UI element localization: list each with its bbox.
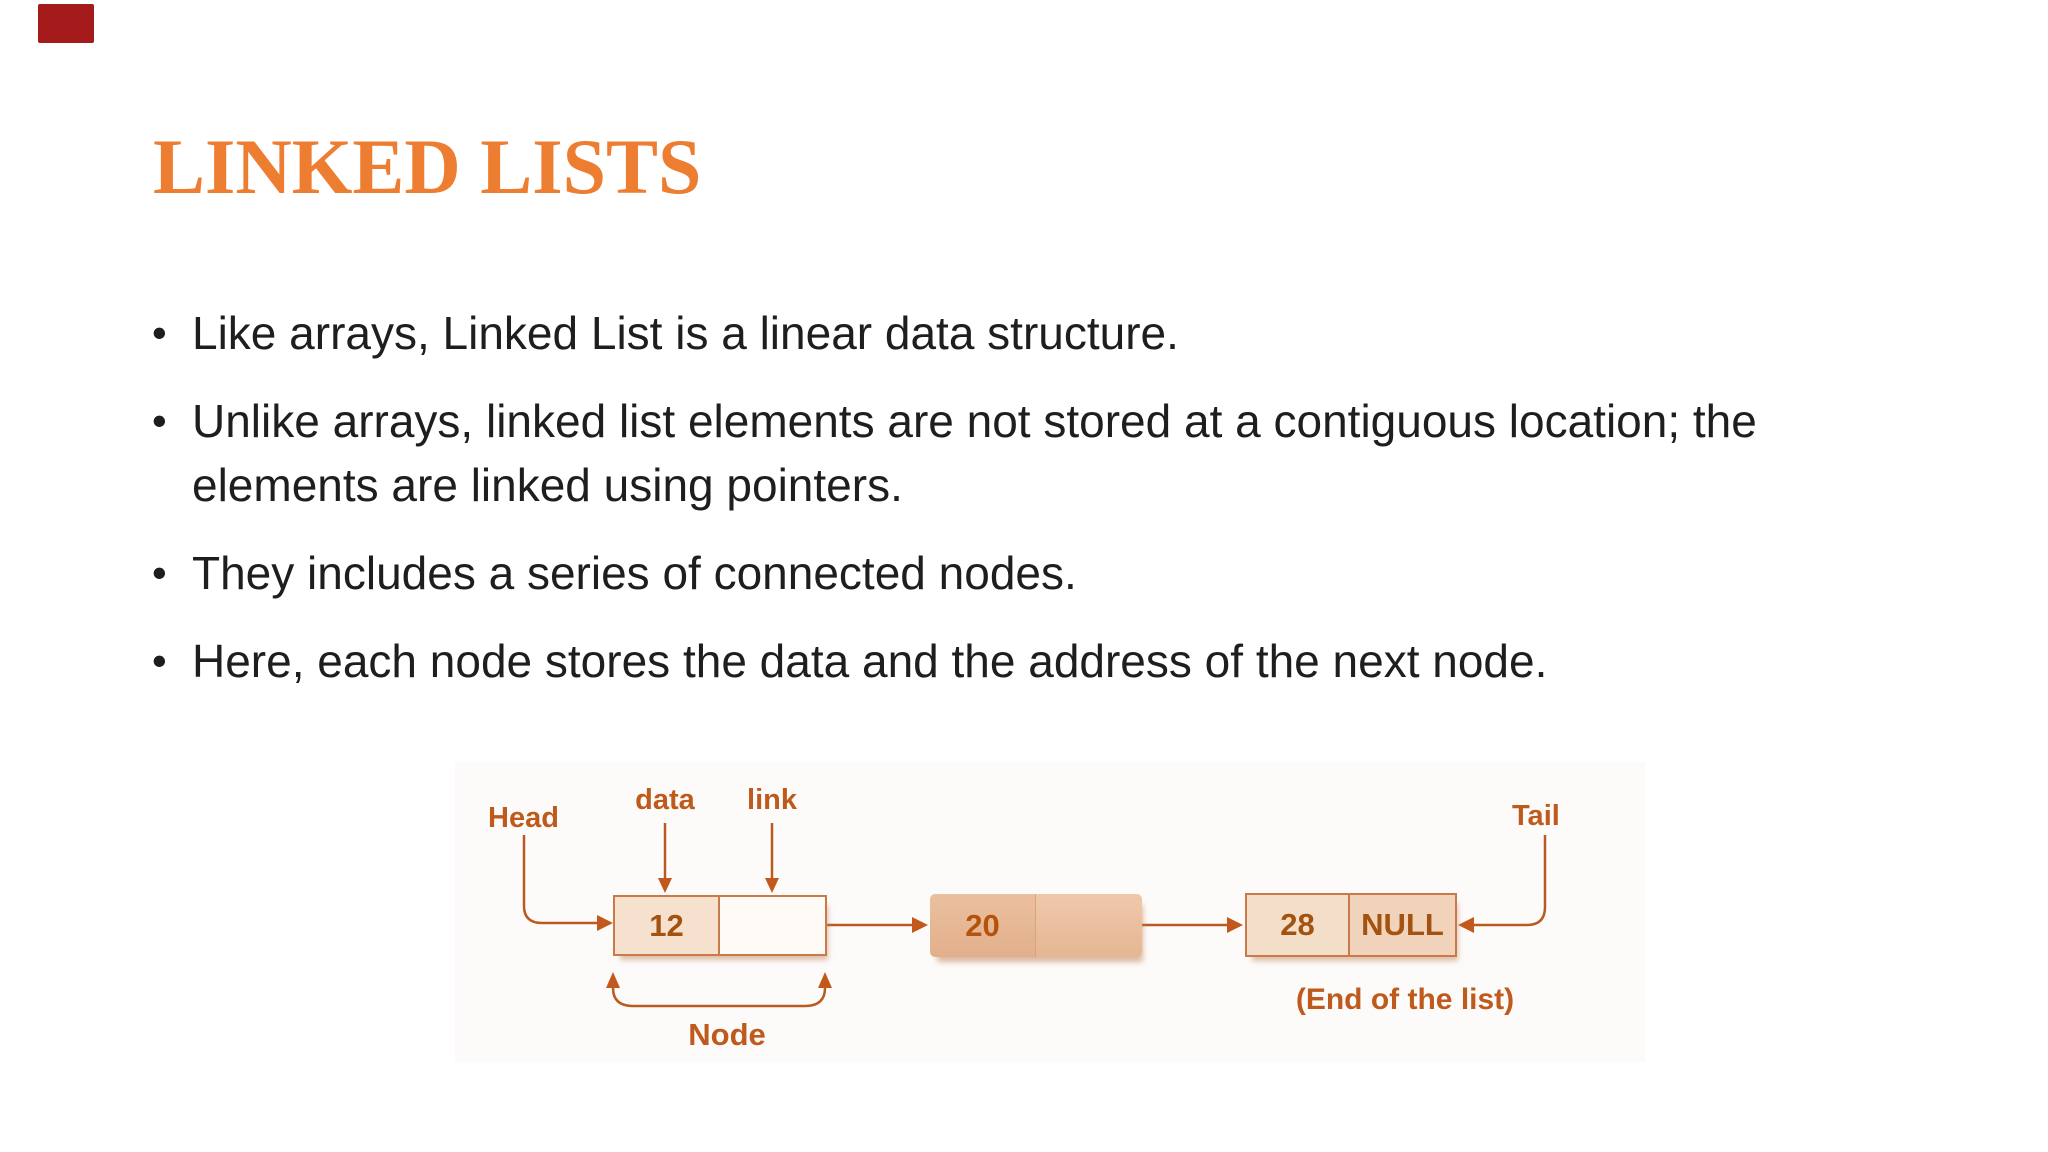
arrowhead-icon — [1227, 917, 1243, 933]
page-title: LINKED LISTS — [153, 123, 702, 210]
arrowhead-icon — [1458, 917, 1474, 933]
node-label: Node — [688, 1017, 766, 1052]
bullet-icon: • — [152, 397, 167, 444]
link-label: link — [747, 784, 797, 816]
bullet-icon: • — [152, 637, 167, 684]
bullet-item: • They includes a series of connected no… — [152, 541, 1792, 605]
bullet-item: • Unlike arrays, linked list elements ar… — [152, 389, 1792, 517]
bullet-text: Like arrays, Linked List is a linear dat… — [192, 307, 1179, 359]
list-node: 20 — [930, 894, 1142, 957]
node-link-cell — [1036, 894, 1142, 957]
node-link-cell — [720, 897, 825, 954]
recording-indicator-badge — [38, 4, 94, 43]
arrowhead-icon — [912, 917, 928, 933]
arrowhead-icon — [597, 915, 613, 931]
head-pointer-line — [522, 835, 599, 925]
bullet-text: Unlike arrays, linked list elements are … — [192, 395, 1757, 511]
bullet-icon: • — [152, 549, 167, 596]
bullet-text: They includes a series of connected node… — [192, 547, 1077, 599]
bullet-item: • Here, each node stores the data and th… — [152, 629, 1792, 693]
bullet-text: Here, each node stores the data and the … — [192, 635, 1548, 687]
diagram-connectors — [522, 823, 1547, 1008]
tail-label: Tail — [1512, 800, 1560, 832]
node-data-cell: 28 — [1247, 895, 1350, 955]
data-label: data — [635, 784, 695, 816]
arrowhead-icon — [658, 878, 672, 893]
node-brace — [611, 986, 827, 1008]
bullet-icon: • — [152, 309, 167, 356]
arrowhead-icon — [606, 972, 620, 988]
end-of-list-label: (End of the list) — [1295, 983, 1515, 1016]
bullet-item: • Like arrays, Linked List is a linear d… — [152, 301, 1792, 365]
bullet-list: • Like arrays, Linked List is a linear d… — [152, 301, 1792, 693]
tail-pointer-line — [1472, 835, 1547, 927]
node-link-cell: NULL — [1350, 895, 1455, 955]
node-data-cell: 20 — [930, 894, 1036, 957]
node-data-cell: 12 — [615, 897, 720, 954]
arrowhead-icon — [765, 878, 779, 893]
list-node: 12 — [613, 895, 827, 956]
arrowhead-icon — [818, 972, 832, 988]
list-node: 28 NULL — [1245, 893, 1457, 957]
head-label: Head — [488, 802, 559, 834]
